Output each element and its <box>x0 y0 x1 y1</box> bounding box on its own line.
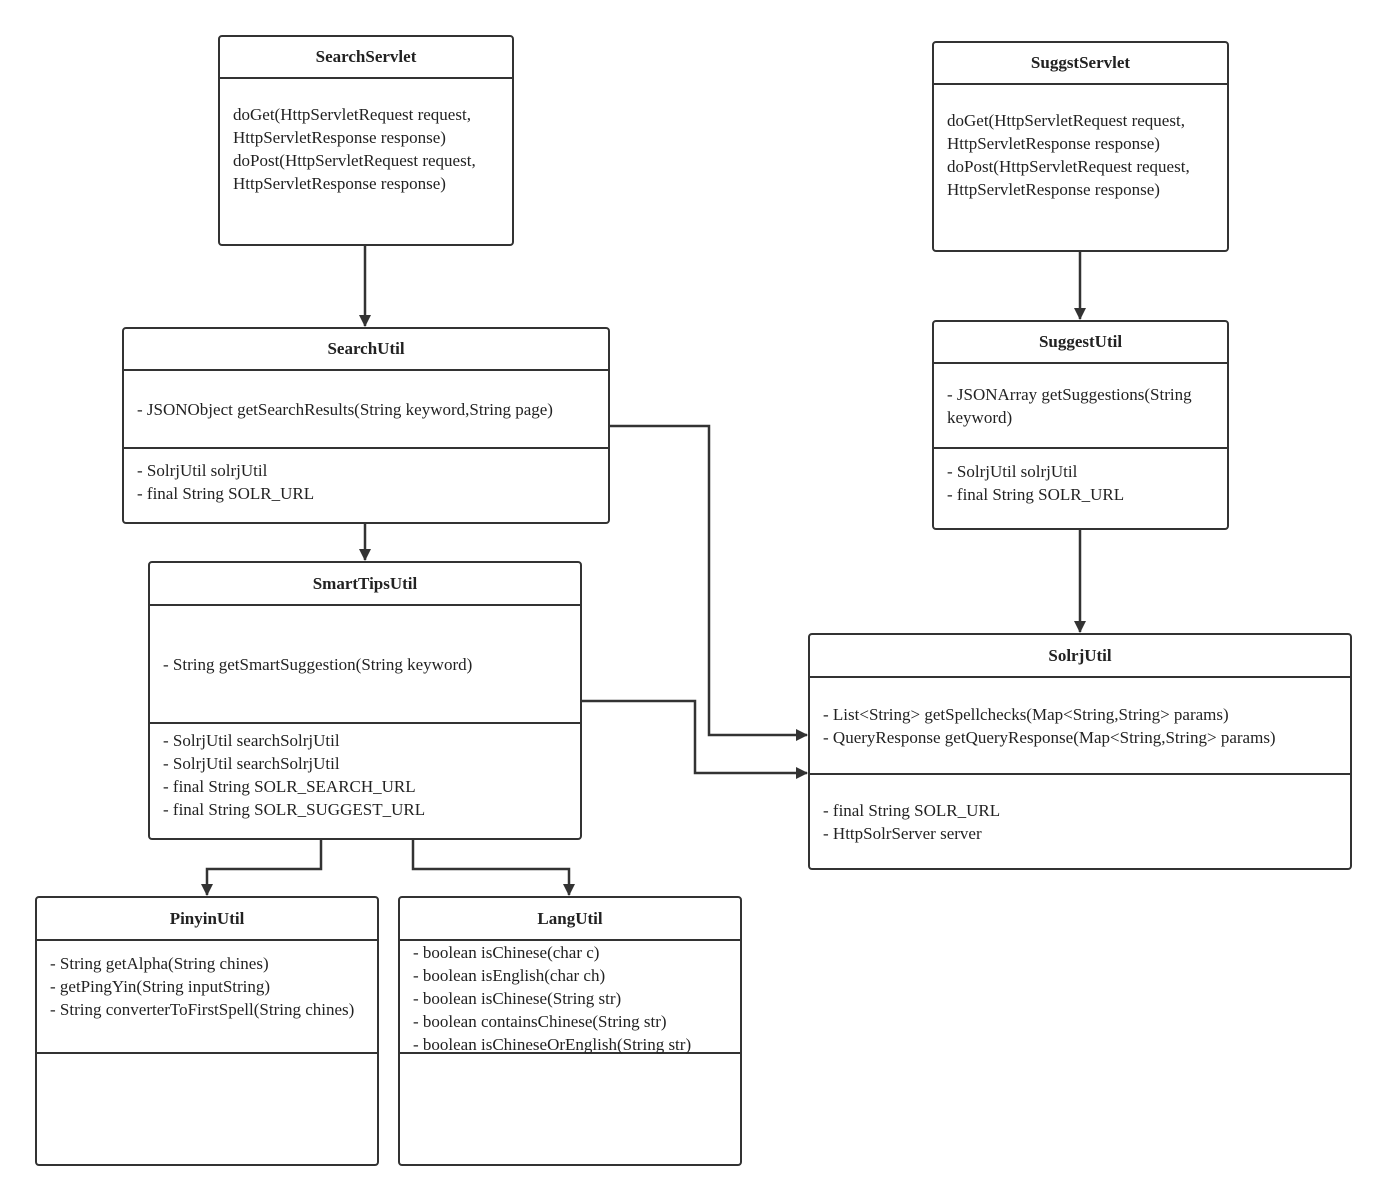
methods-section: - JSONObject getSearchResults(String key… <box>124 371 608 449</box>
class-search-util: SearchUtil - JSONObject getSearchResults… <box>122 327 610 524</box>
arrow-smarttipsutil-to-solrjutil <box>582 699 808 779</box>
fields-section: - SolrjUtil searchSolrjUtil - SolrjUtil … <box>150 724 580 837</box>
field-line: - final String SOLR_SEARCH_URL <box>163 776 416 796</box>
method-line: - JSONArray getSuggestions(String keywor… <box>947 384 1196 427</box>
method-line: - boolean isEnglish(char ch) <box>413 966 606 985</box>
class-solrj-util: SolrjUtil - List<String> getSpellchecks(… <box>808 633 1352 870</box>
method-line: - String converterToFirstSpell(String ch… <box>50 1000 355 1019</box>
field-line: - SolrjUtil solrjUtil <box>137 460 268 480</box>
method-line: doGet(HttpServletRequest request, HttpSe… <box>947 110 1190 153</box>
methods-section: - String getAlpha(String chines) - getPi… <box>37 941 377 1054</box>
methods-section: - JSONArray getSuggestions(String keywor… <box>934 364 1227 449</box>
class-pinyin-util: PinyinUtil - String getAlpha(String chin… <box>35 896 379 1166</box>
class-name: SearchServlet <box>220 37 512 79</box>
field-line: - HttpSolrServer server <box>823 824 982 843</box>
field-line: - SolrjUtil searchSolrjUtil <box>163 753 340 773</box>
method-line: - String getAlpha(String chines) <box>50 954 269 973</box>
method-line: - String getSmartSuggestion(String keywo… <box>163 654 473 674</box>
class-suggst-servlet: SuggstServlet doGet(HttpServletRequest r… <box>932 41 1229 252</box>
method-line: - getPingYin(String inputString) <box>50 977 271 996</box>
class-name: LangUtil <box>400 898 740 941</box>
method-line: - List<String> getSpellchecks(Map<String… <box>823 704 1229 724</box>
fields-section: - SolrjUtil solrjUtil - final String SOL… <box>124 449 608 522</box>
field-line: - final String SOLR_URL <box>947 485 1125 504</box>
class-name: SolrjUtil <box>810 635 1350 678</box>
method-line: - QueryResponse getQueryResponse(Map<Str… <box>823 727 1276 747</box>
class-suggest-util: SuggestUtil - JSONArray getSuggestions(S… <box>932 320 1229 530</box>
field-line: - final String SOLR_SUGGEST_URL <box>163 799 426 819</box>
method-line: doGet(HttpServletRequest request, HttpSe… <box>233 104 476 147</box>
arrow-smarttipsutil-to-pinyinutil <box>201 840 323 896</box>
method-line: - boolean isChineseOrEnglish(String str) <box>413 1035 692 1054</box>
fields-section <box>400 1054 740 1163</box>
fields-section <box>37 1054 377 1163</box>
field-line: - final String SOLR_URL <box>137 483 315 503</box>
method-line: - boolean isChinese(String str) <box>413 989 622 1008</box>
method-line: doPost(HttpServletRequest request, HttpS… <box>233 150 480 193</box>
methods-section: doGet(HttpServletRequest request, HttpSe… <box>934 85 1227 250</box>
class-smart-tips-util: SmartTipsUtil - String getSmartSuggestio… <box>148 561 582 840</box>
method-line: doPost(HttpServletRequest request, HttpS… <box>947 156 1194 199</box>
method-line: - boolean isChinese(char c) <box>413 943 600 962</box>
fields-section: - SolrjUtil solrjUtil - final String SOL… <box>934 449 1227 527</box>
arrow-searchutil-to-solrjutil <box>609 424 808 741</box>
method-line: - boolean containsChinese(String str) <box>413 1012 667 1031</box>
fields-section: - final String SOLR_URL - HttpSolrServer… <box>810 775 1350 867</box>
arrow-smarttipsutil-to-langutil <box>411 840 575 896</box>
class-name: PinyinUtil <box>37 898 377 941</box>
methods-section: - String getSmartSuggestion(String keywo… <box>150 606 580 724</box>
class-name: SmartTipsUtil <box>150 563 580 606</box>
class-name: SuggestUtil <box>934 322 1227 364</box>
field-line: - SolrjUtil searchSolrjUtil <box>163 730 340 750</box>
class-lang-util: LangUtil - boolean isChinese(char c) - b… <box>398 896 742 1166</box>
class-name: SuggstServlet <box>934 43 1227 85</box>
class-name: SearchUtil <box>124 329 608 371</box>
field-line: - final String SOLR_URL <box>823 801 1001 820</box>
methods-section: - List<String> getSpellchecks(Map<String… <box>810 678 1350 775</box>
field-line: - SolrjUtil solrjUtil <box>947 462 1078 481</box>
class-search-servlet: SearchServlet doGet(HttpServletRequest r… <box>218 35 514 246</box>
methods-section: doGet(HttpServletRequest request, HttpSe… <box>220 79 512 244</box>
method-line: - JSONObject getSearchResults(String key… <box>137 399 553 419</box>
methods-section: - boolean isChinese(char c) - boolean is… <box>400 941 740 1054</box>
